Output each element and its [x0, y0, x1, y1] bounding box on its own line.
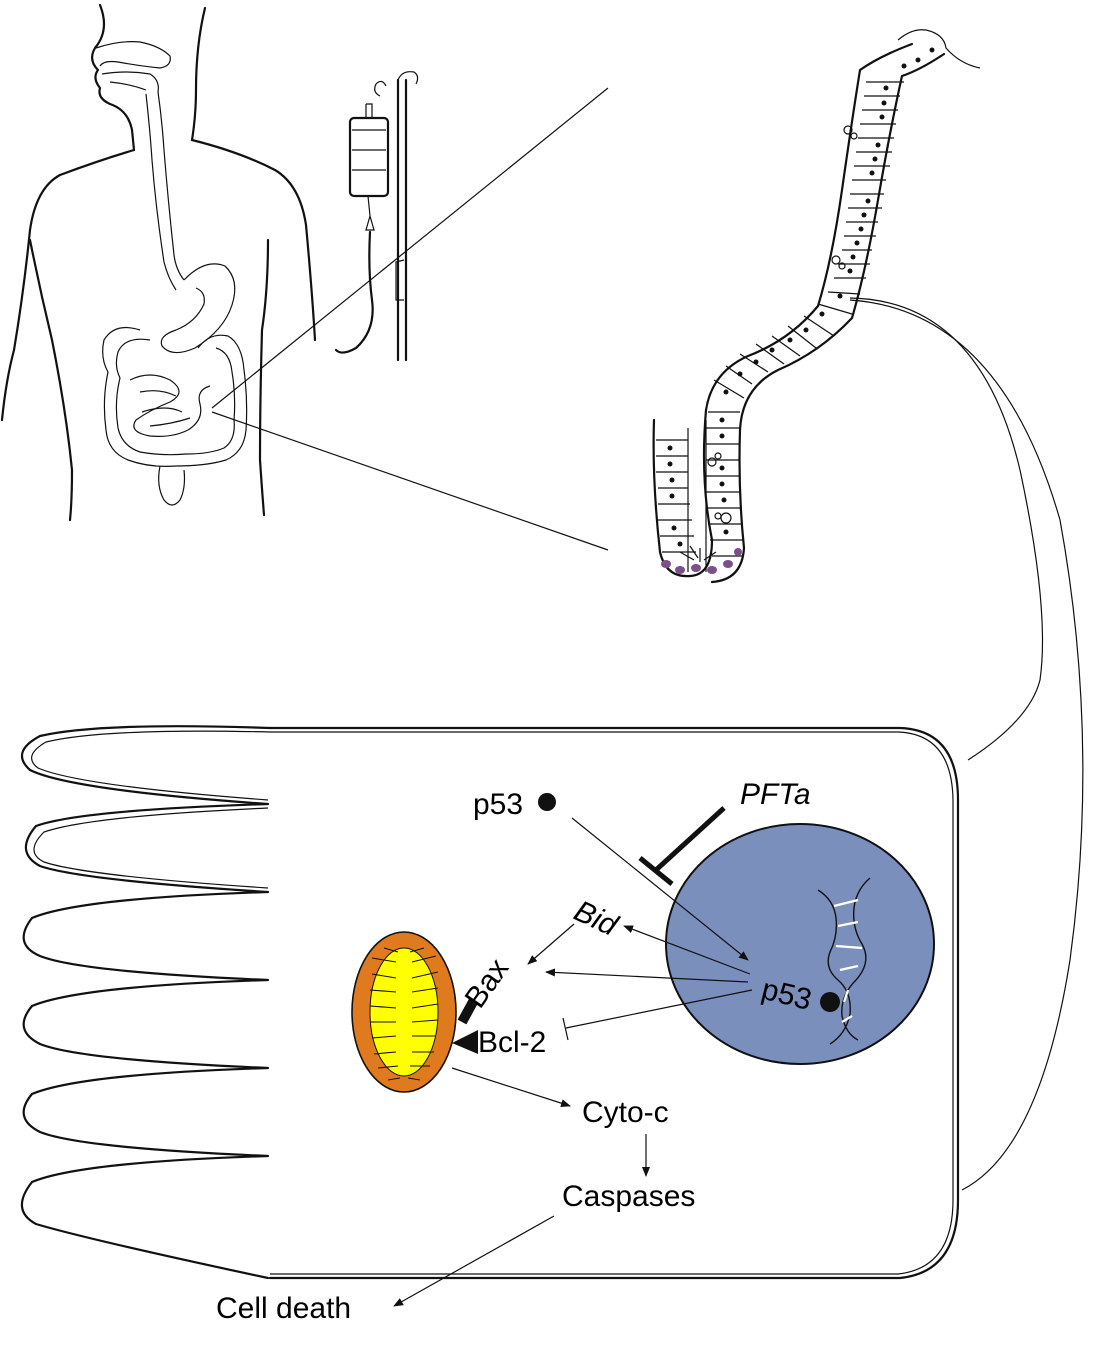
p53-dot-cytoplasm [538, 793, 556, 811]
mitochondrion-icon [352, 932, 456, 1092]
zoom-lines [212, 88, 1083, 1190]
human-body-icon [2, 5, 315, 520]
label-caspases: Caspases [562, 1180, 695, 1213]
label-bcl2: Bcl-2 [478, 1026, 546, 1059]
intestinal-villus-icon [654, 30, 980, 582]
label-cell-death: Cell death [216, 1292, 351, 1325]
iv-drip-icon [336, 72, 418, 360]
nucleus [666, 824, 934, 1064]
label-cyto-c: Cyto-c [582, 1096, 669, 1129]
nucleus-body [666, 824, 934, 1064]
mito-to-cytoc-arrow [452, 1068, 570, 1106]
label-p53-cytoplasm: p53 [473, 788, 523, 821]
bcl2-effect-arrowhead [452, 1030, 478, 1054]
caspases-to-celldeath-arrow [394, 1216, 554, 1306]
p53-dot-nucleus [820, 992, 840, 1012]
label-pfta: PFTa [740, 778, 811, 811]
bid-to-bax-arrow [528, 924, 574, 964]
label-bid: Bid [569, 894, 623, 943]
